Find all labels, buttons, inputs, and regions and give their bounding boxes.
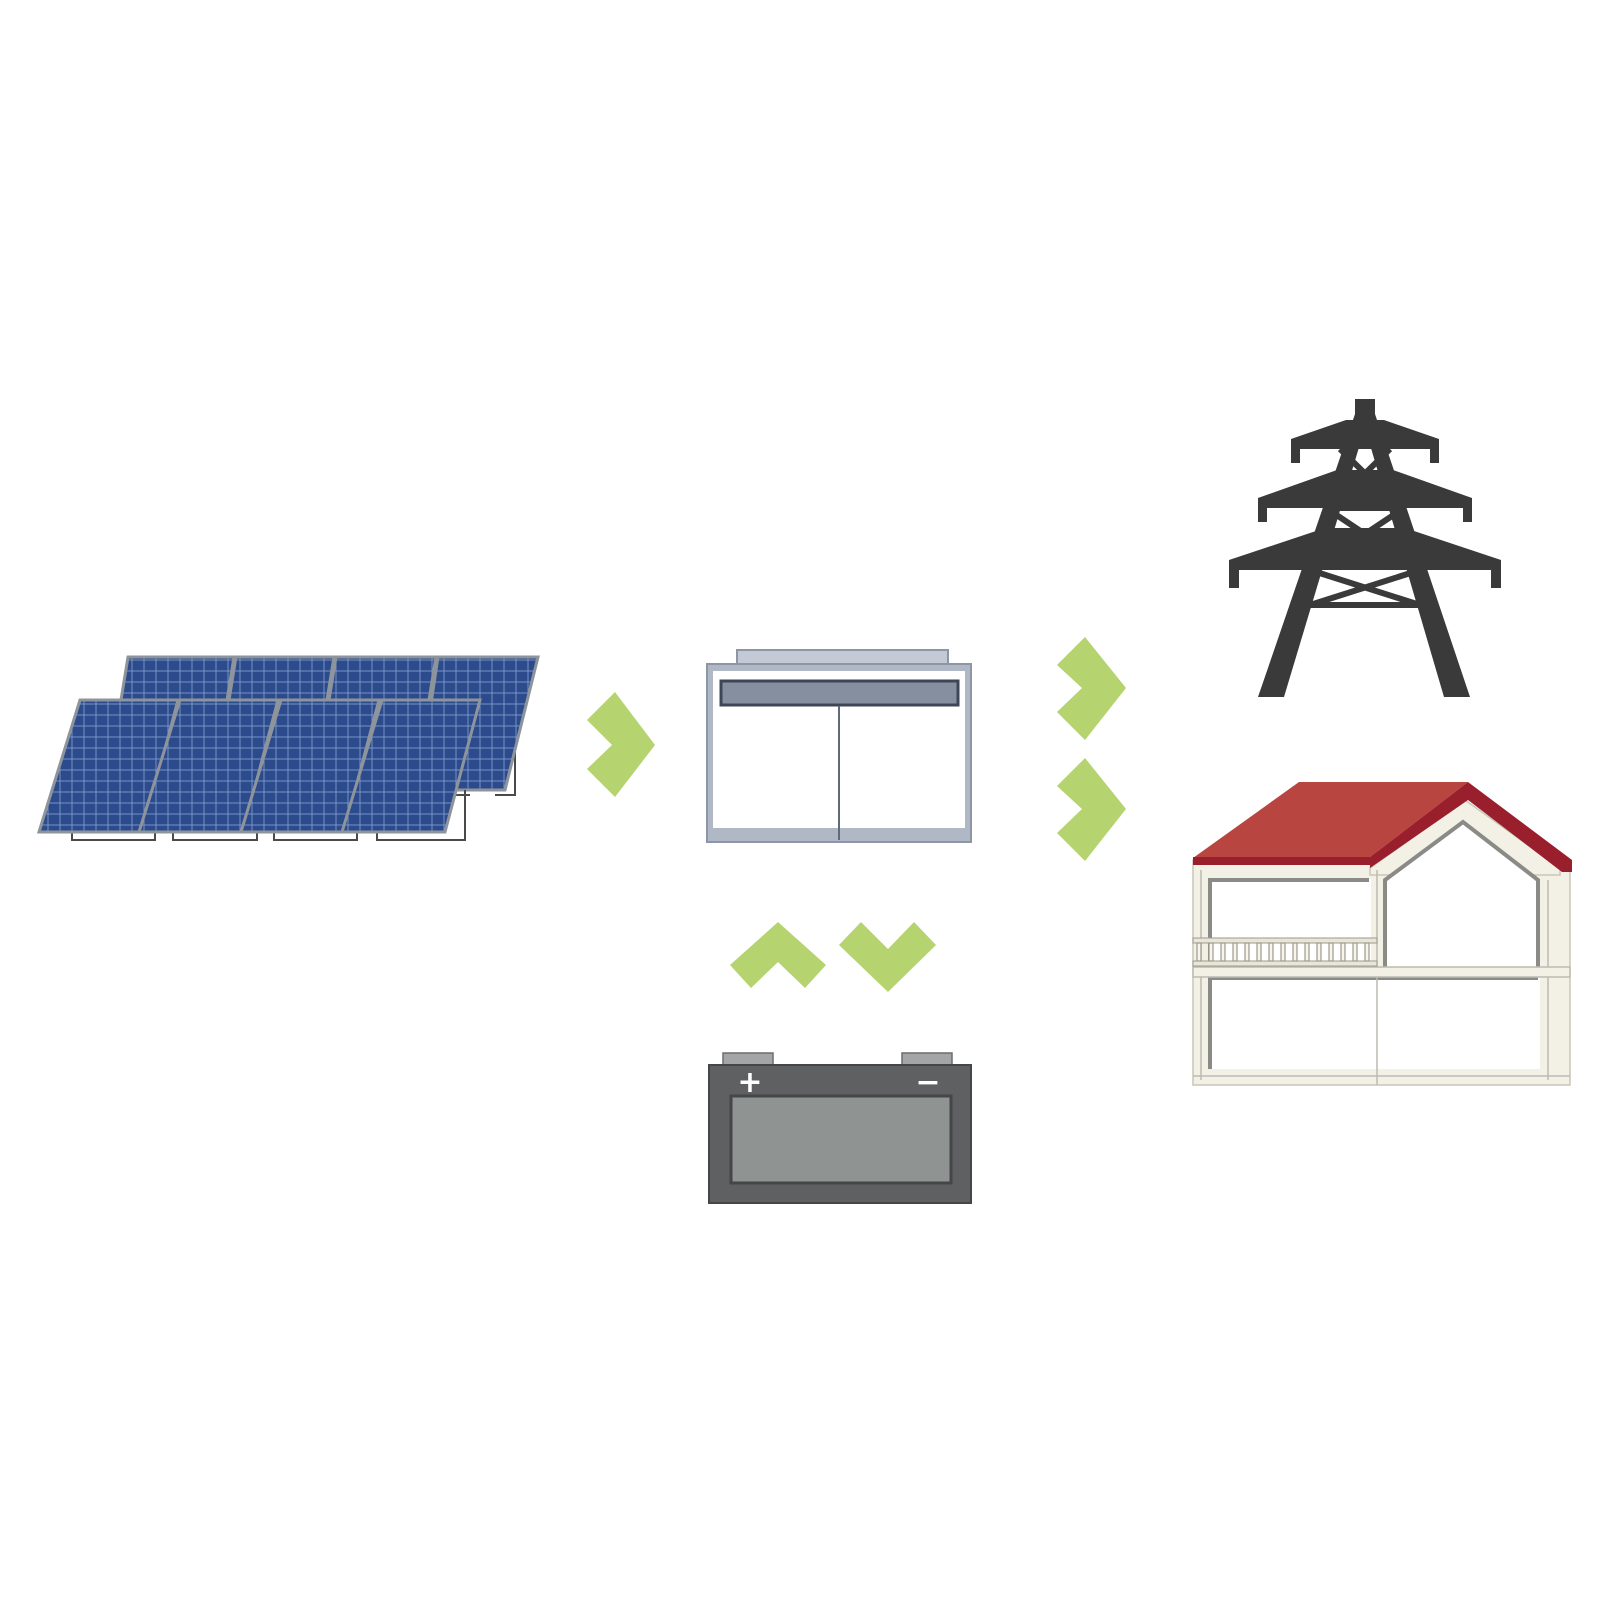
roof-front-edge (1193, 857, 1370, 865)
house-walls (1192, 799, 1571, 1086)
roof-front-slope (1193, 782, 1468, 858)
front-panel-4 (339, 698, 482, 834)
battery-negative-label: − (915, 1065, 940, 1100)
inverter-top-cap (736, 649, 949, 665)
transmission-tower-icon (1229, 399, 1501, 697)
house-icon (1192, 782, 1572, 1086)
arrow-right-icon (1057, 758, 1126, 861)
house-lower-room (1208, 977, 1540, 1069)
back-panel-2 (227, 655, 336, 702)
house-floor-slab (1192, 966, 1571, 978)
house-balcony-railing (1192, 937, 1378, 967)
flow-arrows (587, 637, 1126, 992)
battery-positive-label: + (737, 1065, 762, 1100)
tower-arm-peg (1491, 570, 1501, 588)
tower-top-cap (1355, 399, 1375, 414)
arrow-down-icon (839, 922, 936, 992)
arrow-right-icon (1057, 637, 1126, 740)
tower-bracing (1309, 446, 1421, 608)
back-panel-1 (119, 655, 236, 702)
inverter-display-bar (719, 679, 960, 707)
tower-arm-middle (1258, 470, 1472, 508)
house-upper-room-right (1383, 820, 1540, 967)
arrow-up-icon (730, 922, 826, 988)
arrow-right-icon (587, 692, 655, 797)
tower-arm-peg (1229, 570, 1239, 588)
tower-arm-peg (1430, 449, 1439, 463)
tower-arm-peg (1463, 508, 1472, 522)
tower-arm-bottom (1229, 528, 1501, 570)
tower-arm-top (1291, 420, 1439, 449)
roof-gable-edge (1370, 782, 1572, 872)
house-roof (1193, 782, 1572, 872)
battery-icon: + − (708, 1052, 972, 1204)
tower-arm-peg (1291, 449, 1300, 463)
battery-face (729, 1094, 953, 1185)
front-row-panels (36, 698, 482, 834)
tower-arm-peg (1258, 508, 1267, 522)
power-inverter-icon (706, 649, 972, 843)
front-row-mount (71, 790, 466, 841)
solar-panel-array-icon (36, 655, 540, 841)
back-panel-3 (327, 655, 438, 702)
